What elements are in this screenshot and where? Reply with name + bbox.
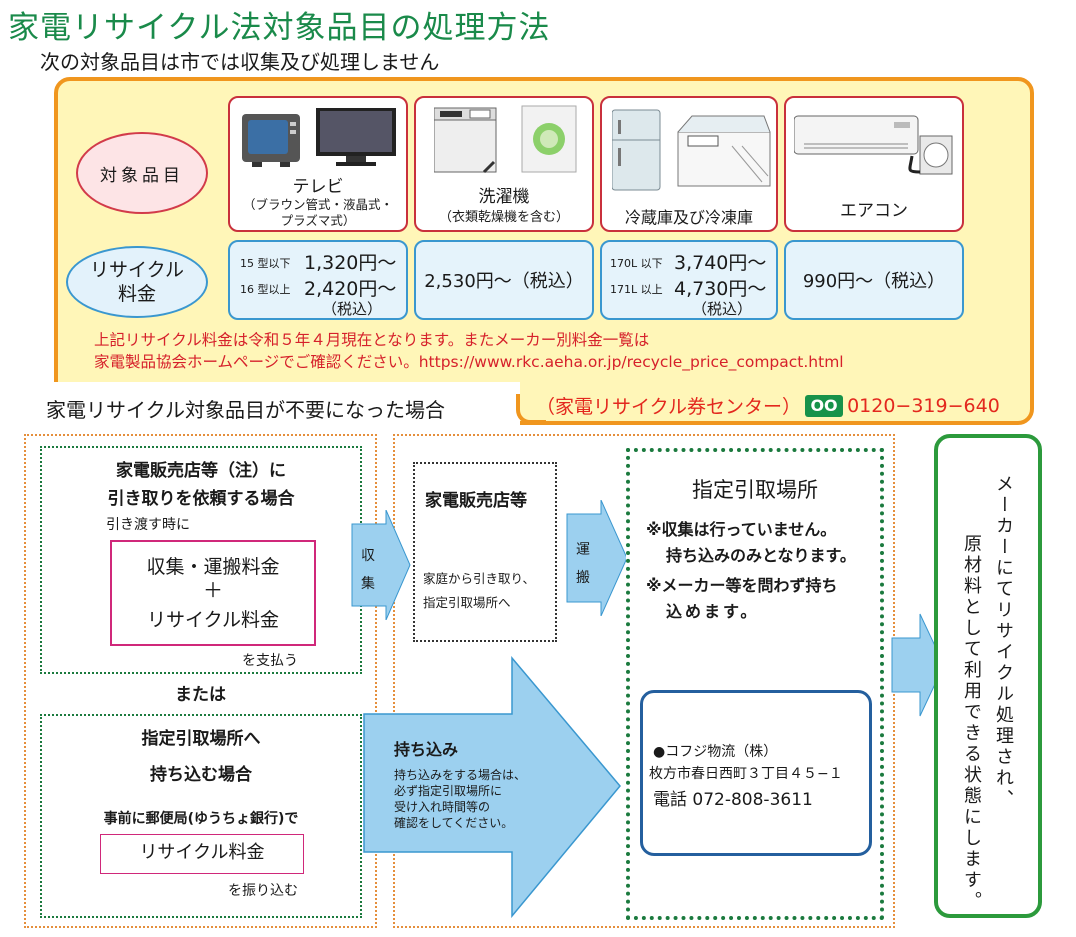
fridge-price-1: 3,740円～ [674, 252, 767, 274]
maker-line-1: メーカーにてリサイクル処理され、 [993, 474, 1014, 810]
tv-icon [242, 108, 396, 167]
item-sub-tv-1: （ブラウン管式・液晶式・ [242, 197, 393, 212]
page-subtitle: 次の対象品目は市では収集及び処理しません [40, 50, 440, 74]
case2-pay: を振り込む [228, 883, 298, 899]
item-card-washer: 洗濯機 （衣類乾燥機を含む） [414, 96, 594, 232]
fee-card-tv: 15 型以下 1,320円～ 16 型以上 2,420円～ （税込） [228, 240, 408, 320]
recycle-fee-label-line2: 料金 [117, 283, 156, 305]
collect-char-1: 収 [361, 548, 375, 564]
collect-arrow-label: 収 集 [361, 542, 377, 598]
tv-price-2: 2,420円～ [304, 278, 397, 300]
transport-arrow [566, 500, 628, 616]
tv-tax: （税込） [322, 300, 383, 318]
hotline: （家電リサイクル券センター） OO 0120−319−640 [536, 392, 1000, 419]
item-name-washer: 洗濯機 [478, 187, 530, 207]
retailer-desc-1: 家庭から引き取り、 [423, 571, 536, 586]
place-address: 枚方市春日西町３丁目４５−１ [649, 766, 843, 782]
bring-title: 持ち込み [394, 740, 459, 759]
item-sub-tv-2: プラズマ式） [280, 213, 356, 228]
fridge-size-2: 171L 以上 [610, 283, 663, 296]
case1-line2: 引き取りを依頼する場合 [107, 489, 295, 509]
tv-price-1: 1,320円～ [304, 252, 397, 274]
refrigerator-icon [612, 109, 771, 191]
maker-line-2: 原材料として利用できる状態にします。 [961, 534, 982, 912]
case1-fee-box: 収集・運搬料金 ＋ リサイクル料金 [110, 540, 316, 646]
transport-char-1: 運 [576, 542, 590, 558]
panel-notch [0, 382, 520, 442]
section2-title: 家電リサイクル対象品目が不要になった場合 [46, 398, 445, 422]
collect-char-2: 集 [361, 576, 375, 592]
case1-fee1: 収集・運搬料金 [146, 556, 280, 578]
case2-line2: 持ち込む場合 [150, 765, 252, 785]
fee-card-washer: 2,530円～（税込） [414, 240, 594, 320]
place-name: ●コフジ物流（株） [653, 744, 778, 760]
bring-in-arrow [363, 656, 621, 918]
bring-desc-2: 必ず指定引取場所に [394, 784, 503, 798]
fridge-tax: （税込） [692, 300, 753, 318]
retailer-box: 家電販売店等 家庭から引き取り、 指定引取場所へ [413, 462, 557, 642]
case2-line1: 指定引取場所へ [141, 729, 261, 749]
left-column [24, 434, 377, 928]
fee-note-line2: 家電製品協会ホームページでご確認ください。https://www.rkc.aeh… [94, 353, 844, 371]
free-dial-icon: OO [805, 394, 844, 417]
panel-notch-corner [516, 394, 546, 424]
designated-note-4: 込めます。 [666, 602, 760, 621]
maker-box: メーカーにてリサイクル処理され、 原材料として利用できる状態にします。 [934, 434, 1042, 918]
transport-arrow-label: 運 搬 [576, 536, 592, 592]
page-title: 家電リサイクル法対象品目の処理方法 [8, 10, 551, 46]
bring-desc-1: 持ち込みをする場合は、 [394, 768, 527, 782]
designated-note-3: ※メーカー等を問わず持ち [646, 576, 838, 595]
hotline-number: 0120−319−640 [847, 394, 1000, 417]
recycle-fee-label-line1: リサイクル [89, 259, 185, 281]
item-name-aircon: エアコン [840, 201, 908, 221]
designated-note-1: ※収集は行っていません。 [646, 520, 837, 539]
bring-desc: 持ち込みをする場合は、 必ず指定引取場所に 受け入れ時間等の 確認をしてください… [394, 767, 526, 831]
case1-sub: 引き渡す時に [106, 517, 190, 533]
item-card-fridge: 冷蔵庫及び冷凍庫 [600, 96, 778, 232]
designated-title: 指定引取場所 [692, 478, 818, 502]
retailer-title: 家電販売店等 [425, 491, 527, 511]
pickup-place-card: ●コフジ物流（株） 枚方市春日西町３丁目４５−１ 電話 072-808-3611 [640, 690, 872, 856]
tv-size-2: 16 型以上 [240, 283, 291, 296]
fridge-price-2: 4,730円～ [674, 278, 767, 300]
case1-plus: ＋ [203, 578, 223, 602]
tv-size-1: 15 型以下 [240, 257, 291, 270]
recycle-fee-label: リサイクル 料金 [66, 246, 208, 318]
case-retailer-box: 家電販売店等（注）に 引き取りを依頼する場合 引き渡す時に 収集・運搬料金 ＋ … [40, 446, 362, 674]
fee-card-fridge: 170L 以下 3,740円～ 171L 以上 4,730円～ （税込） [600, 240, 778, 320]
air-conditioner-icon [794, 115, 953, 175]
designated-place-box: 指定引取場所 ※収集は行っていません。 持ち込みのみとなります。 ※メーカー等を… [626, 448, 884, 920]
or-label: または [175, 685, 226, 705]
fee-note-line1: 上記リサイクル料金は令和５年４月現在となります。またメーカー別料金一覧は [94, 331, 650, 349]
case1-fee2: リサイクル料金 [146, 609, 280, 631]
case-bring-box: 指定引取場所へ 持ち込む場合 事前に郵便局(ゆうちょ銀行)で リサイクル料金 を… [40, 714, 362, 918]
fee-card-aircon: 990円～（税込） [784, 240, 964, 320]
transport-char-2: 搬 [576, 570, 590, 586]
designated-note-2: 持ち込みのみとなります。 [666, 546, 856, 565]
retailer-desc-2: 指定引取場所へ [423, 595, 511, 610]
target-items-label: 対象品目 [76, 132, 208, 214]
item-card-aircon: エアコン [784, 96, 964, 232]
fridge-size-1: 170L 以下 [610, 257, 663, 270]
bring-desc-4: 確認をしてください。 [394, 816, 514, 830]
bring-desc-3: 受け入れ時間等の [394, 800, 491, 814]
item-name-tv: テレビ [292, 177, 344, 197]
item-sub-washer: （衣類乾燥機を含む） [438, 210, 569, 225]
case1-line1: 家電販売店等（注）に [116, 461, 286, 481]
hotline-label: （家電リサイクル券センター） [536, 396, 802, 418]
item-name-fridge: 冷蔵庫及び冷凍庫 [624, 208, 753, 227]
item-card-tv: テレビ （ブラウン管式・液晶式・ プラズマ式） [228, 96, 408, 232]
washing-machine-icon [434, 105, 577, 174]
case1-pay: を支払う [242, 653, 298, 669]
place-tel: 電話 072-808-3611 [653, 790, 813, 810]
case2-fee-box: リサイクル料金 [100, 834, 304, 874]
collect-arrow [351, 510, 411, 620]
case2-sub: 事前に郵便局(ゆうちょ銀行)で [103, 811, 299, 827]
to-maker-arrow [891, 613, 945, 717]
